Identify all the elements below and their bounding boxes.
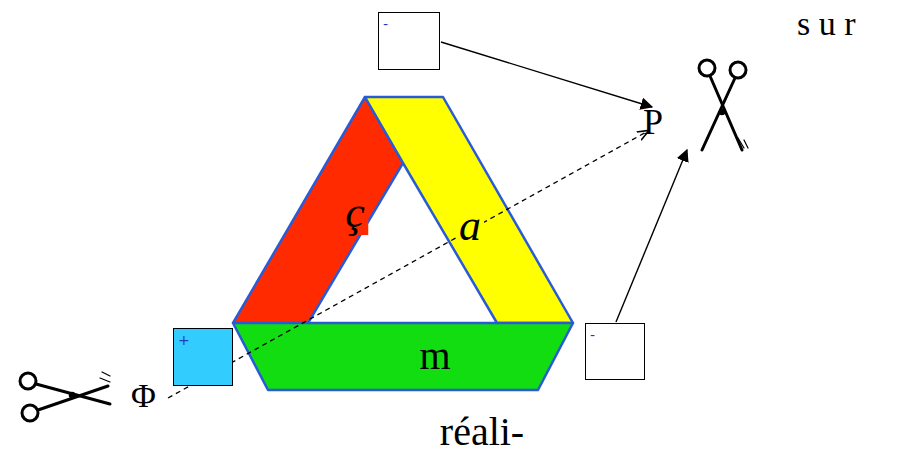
band-letter: ç (342, 191, 368, 235)
word-fragment: s u r (797, 5, 856, 42)
band-outline (233, 97, 403, 323)
green-band: m (233, 323, 573, 390)
word-fragment: réali- (440, 410, 524, 454)
band-shape (233, 323, 573, 390)
point-label: P (643, 103, 663, 143)
yellow-band: a (365, 97, 573, 323)
scissors-icon (699, 60, 748, 150)
band-outline (233, 323, 573, 390)
band-letter: a (456, 204, 484, 248)
band-shape (365, 97, 573, 323)
sign-mark: - (590, 328, 595, 342)
band-shape (233, 97, 403, 323)
sign-box: - (585, 323, 645, 380)
sign-mark: + (178, 333, 190, 347)
red-band: ç (233, 97, 403, 323)
sign-box: + (173, 328, 233, 386)
leader-arrow (616, 150, 687, 322)
sign-box: - (378, 12, 440, 70)
leader-arrow (441, 42, 652, 107)
scissors-icon (20, 372, 110, 421)
sign-mark: - (383, 17, 388, 31)
band-letter: m (416, 336, 453, 376)
symbol-label: Φ (131, 377, 156, 414)
